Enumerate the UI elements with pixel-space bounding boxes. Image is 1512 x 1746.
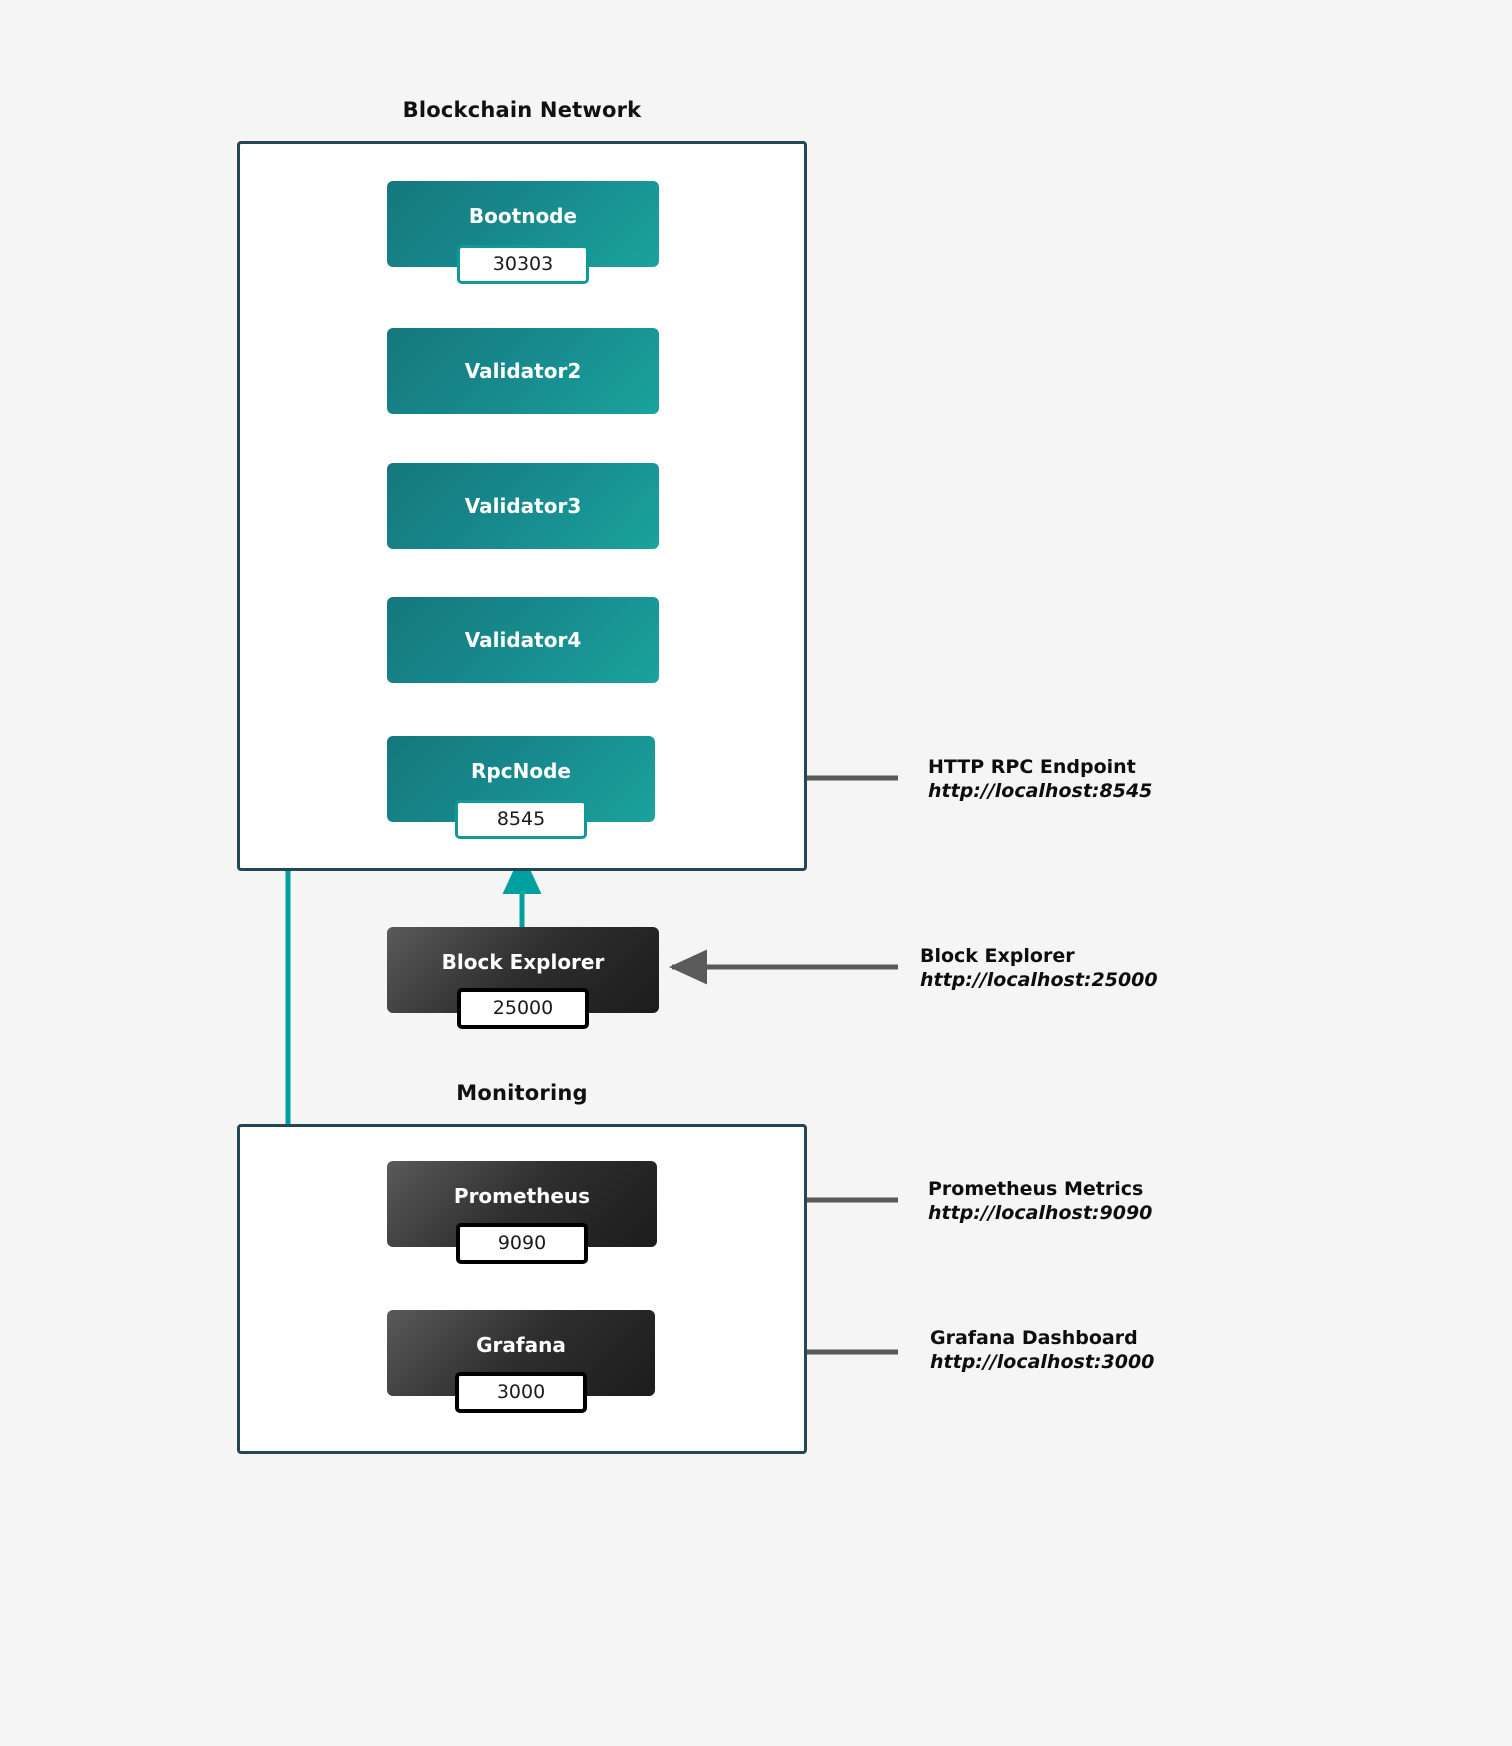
node-rpcnode[interactable]: RpcNode 8545 [387,736,655,839]
node-validator3[interactable]: Validator3 [387,463,659,549]
annotation-grafana-title: Grafana Dashboard [930,1327,1138,1349]
node-grafana[interactable]: Grafana 3000 [387,1310,655,1413]
node-prometheus-label: Prometheus [453,1184,591,1208]
annotation-explorer-title: Block Explorer [920,945,1075,967]
node-validator4-label: Validator4 [464,628,582,652]
node-rpcnode-port: 8545 [455,800,587,839]
node-prometheus[interactable]: Prometheus 9090 [387,1161,657,1264]
node-bootnode-port: 30303 [457,245,589,284]
node-prometheus-port: 9090 [456,1223,588,1264]
node-grafana-label: Grafana [476,1333,566,1357]
cluster-title-blockchain-network: Blockchain Network [402,98,642,122]
annotation-block-explorer: Block Explorer http://localhost:25000 [920,945,1158,993]
node-block-explorer[interactable]: Block Explorer 25000 [387,927,659,1029]
annotation-prometheus-title: Prometheus Metrics [928,1178,1144,1200]
node-validator2[interactable]: Validator2 [387,328,659,414]
node-block-explorer-label: Block Explorer [441,950,605,974]
node-validator4[interactable]: Validator4 [387,597,659,683]
annotation-http-rpc-endpoint: HTTP RPC Endpoint http://localhost:8545 [928,756,1152,804]
annotation-prometheus-url[interactable]: http://localhost:9090 [928,1201,1153,1224]
annotation-prometheus-metrics: Prometheus Metrics http://localhost:9090 [928,1178,1152,1226]
annotation-grafana-url[interactable]: http://localhost:3000 [930,1350,1155,1373]
node-bootnode-label: Bootnode [468,204,578,228]
annotation-rpc-url[interactable]: http://localhost:8545 [928,779,1153,802]
node-validator3-label: Validator3 [464,494,582,518]
annotation-grafana-dashboard: Grafana Dashboard http://localhost:3000 [930,1327,1154,1375]
node-validator2-label: Validator2 [464,359,582,383]
annotation-explorer-url[interactable]: http://localhost:25000 [920,968,1158,991]
node-grafana-port: 3000 [455,1372,587,1413]
cluster-title-monitoring: Monitoring [456,1081,588,1105]
node-bootnode[interactable]: Bootnode 30303 [387,181,659,284]
node-rpcnode-label: RpcNode [471,759,571,783]
annotation-rpc-title: HTTP RPC Endpoint [928,756,1136,778]
node-block-explorer-port: 25000 [457,988,589,1029]
